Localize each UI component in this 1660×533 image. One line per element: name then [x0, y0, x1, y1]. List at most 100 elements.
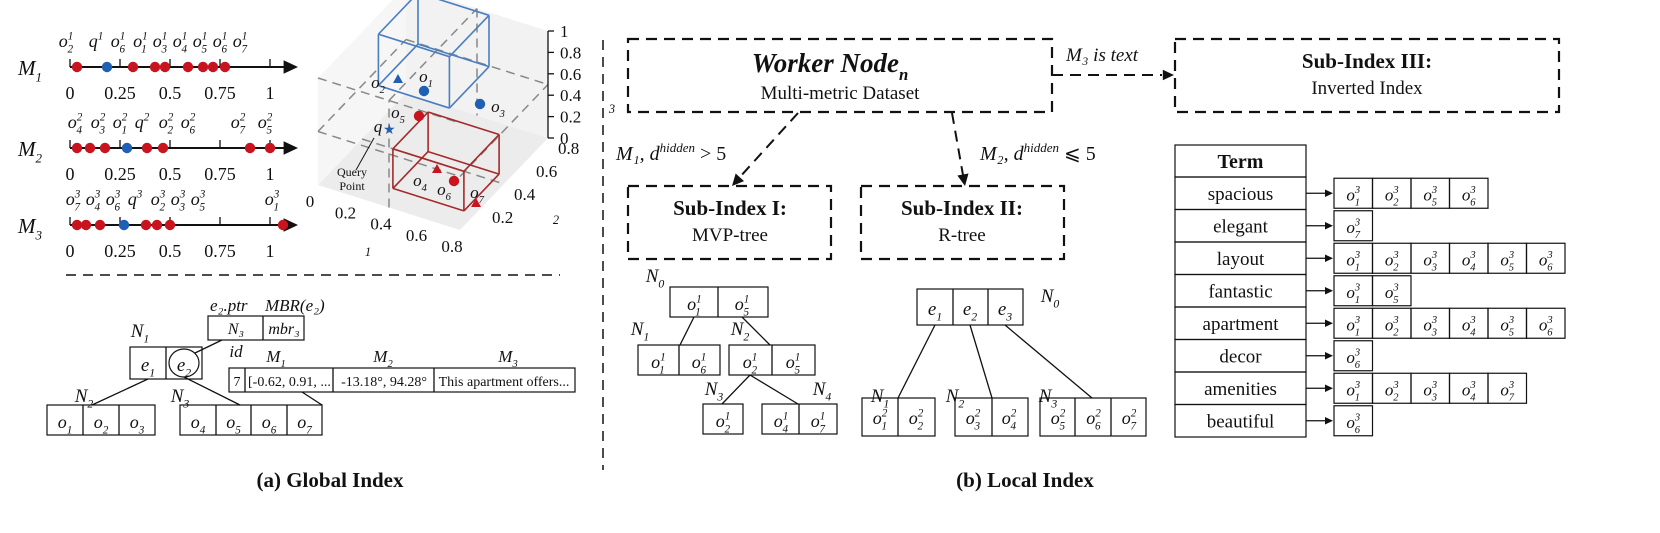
ptr-mbr-box — [207, 315, 305, 341]
mvp-edge-n2 — [741, 316, 771, 346]
tick-label-m2: 0 — [66, 164, 75, 184]
object-point-m1 — [197, 61, 209, 73]
caption-local-index: (b) Local Index — [956, 468, 1094, 492]
record-m2-cell: -13.18°, 94.28° — [341, 375, 427, 390]
posting-arrow-head — [1325, 222, 1333, 230]
object-point-m2 — [244, 142, 256, 154]
rtree-root-entry: e2 — [963, 299, 977, 324]
query-triangle-o2 — [393, 74, 403, 83]
rtree-root-entry: e1 — [928, 299, 942, 324]
tick-label-m1: 0.75 — [204, 83, 236, 103]
x-tick-label: 0.2 — [335, 203, 356, 222]
cube-point-label: o6 — [437, 180, 452, 203]
cube-point-label: o7 — [470, 183, 485, 206]
axis-label-m3: M3 — [17, 214, 43, 242]
cube-grid-dashed — [388, 7, 478, 102]
cube-query-label: q — [374, 117, 383, 136]
tick-label-m3: 0 — [66, 241, 75, 261]
object-point-m1 — [71, 61, 83, 73]
blue-bounding-box-edge — [377, 0, 413, 35]
mvp-root-box — [669, 286, 769, 318]
ptr-header: e₂.ptr — [210, 296, 248, 315]
y-tick-label: 0.6 — [536, 162, 557, 181]
axis-label-m2: M2 — [17, 137, 43, 165]
mbr-cell: mbr₃ — [268, 321, 299, 338]
blue-bounding-box-edge — [378, 84, 450, 109]
posting-cell — [1525, 307, 1566, 339]
object-point-m1 — [219, 61, 231, 73]
object-point-m1 — [182, 61, 194, 73]
x-tick-label: 0.4 — [370, 215, 392, 234]
object-point-m2 — [157, 142, 169, 154]
cube-point-label: o1 — [419, 67, 433, 90]
x-tick-label: 0.8 — [441, 237, 462, 256]
n2-leaf-entry: o2 — [94, 412, 109, 436]
query-point-note-line1: Query — [337, 165, 367, 179]
tick-label-m2: 0.75 — [204, 164, 236, 184]
sub-index-1-box — [626, 184, 833, 261]
edge-to-sub-index-1 — [738, 112, 799, 179]
sub-index-3-box — [1173, 37, 1561, 114]
x-axis-label: 1 — [365, 245, 371, 259]
term-label: spacious — [1208, 184, 1273, 205]
object-point-m2 — [264, 142, 276, 154]
object-label-m2: q2 — [135, 111, 150, 132]
cube-point-label: o4 — [413, 171, 428, 194]
root-entry-e1: e1 — [141, 355, 155, 380]
tick-label-m2: 0.25 — [104, 164, 136, 184]
sub-index-2-box — [859, 184, 1066, 261]
rtree-node-label-n2: N2 — [945, 386, 965, 411]
object-triangle-o4 — [432, 164, 442, 173]
record-header-m1: M1 — [265, 347, 285, 370]
posting-arrow-head — [1325, 189, 1333, 197]
mvp-n3-box — [702, 403, 744, 435]
object-point-m1 — [207, 61, 219, 73]
query-point-m2 — [121, 142, 133, 154]
object-point-m2 — [84, 142, 96, 154]
object-point-m3 — [94, 219, 106, 231]
blue-bounding-box-edge — [377, 43, 419, 87]
rtree-node-label-n0: N0 — [1040, 286, 1060, 311]
z-tick-label: 0.4 — [560, 86, 582, 105]
tick-label-m1: 0 — [66, 83, 75, 103]
posting-arrow-head — [1325, 352, 1333, 360]
term-label: fantastic — [1208, 282, 1272, 303]
blue-bounding-box-edge — [417, 43, 490, 68]
root-entry-e2: e2 — [177, 355, 191, 380]
blue-bounding-box-edge — [448, 14, 490, 58]
tick-label-m3: 0.5 — [159, 241, 182, 261]
tick-label-m1: 0.5 — [159, 83, 182, 103]
rtree-node-label-n1: N1 — [870, 386, 890, 411]
object-triangle-o7 — [471, 198, 481, 207]
rtree-node-label-n3: N3 — [1038, 386, 1058, 411]
sub-index-2-subtitle: R-tree — [938, 225, 985, 246]
edge-e2-n3 — [183, 376, 241, 406]
object-point-m1 — [127, 61, 139, 73]
rtree-edge-n2 — [969, 324, 993, 399]
term-label: decor — [1219, 347, 1262, 368]
